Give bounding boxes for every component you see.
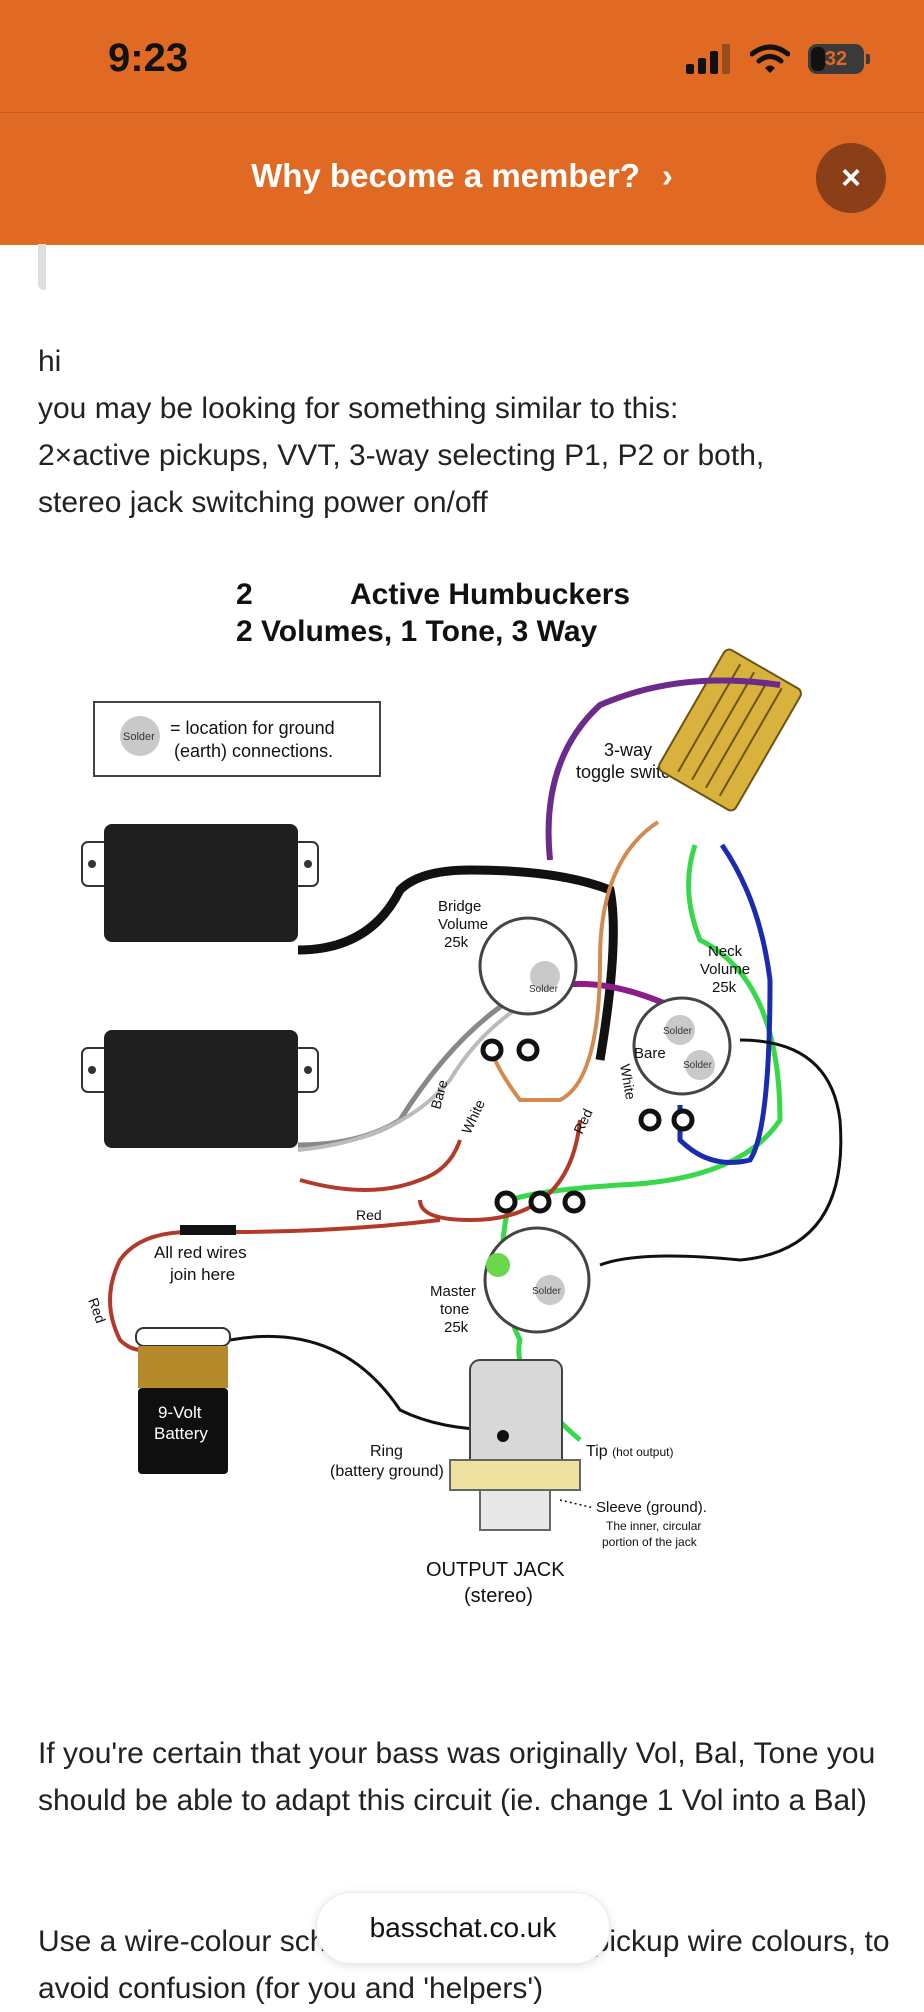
bare-label: Bare [427,1078,450,1111]
post-line-2: 2×active pickups, VVT, 3-way selecting P… [38,439,765,472]
tone-label-2: tone [440,1301,469,1318]
bridge-volume-label-2: Volume [438,916,488,933]
bare-label-neck: Bare [634,1045,666,1062]
diagram-title-line2: 2 Volumes, 1 Tone, 3 Way [236,615,598,648]
neck-solder-label-1: Solder [663,1026,693,1037]
diagram-title-line1: Active Humbuckers [350,578,630,611]
bridge-solder-label: Solder [529,984,559,995]
switch-label-1: 3-way [604,740,652,760]
status-time: 9:23 [108,36,189,80]
neck-volume-label-1: Neck [708,943,743,960]
battery-9v [135,1327,231,1474]
close-banner-button[interactable]: × [816,143,886,213]
site-domain-pill[interactable]: basschat.co.uk [316,1892,610,1964]
bridge-volume-label-1: Bridge [438,898,481,915]
white-label: White [458,1097,488,1136]
neck-volume-label-3: 25k [712,979,737,996]
member-banner: Why become a member? › × [0,112,924,245]
solder-legend-line1: = location for ground [170,718,335,738]
red-join-label-1: All red wires [154,1243,247,1262]
tone-label-3: 25k [444,1319,469,1336]
neck-pickup [81,1030,319,1148]
bridge-volume-pot [478,916,578,1062]
red-label-2: Red [356,1207,382,1223]
status-icons: 32 [686,44,870,74]
neck-solder-label-2: Solder [683,1060,713,1071]
battery-icon: 32 [808,44,870,74]
solder-legend-dot-label: Solder [123,731,155,743]
signal-icon [686,44,730,74]
jack-label-2: (stereo) [464,1585,533,1607]
red-join-block [180,1225,236,1235]
status-bar: 9:23 32 [0,0,924,112]
red-join-label-2: join here [169,1265,235,1284]
sleeve-label-3: portion of the jack [602,1535,698,1549]
red-label-1: Red [570,1106,595,1136]
jack-label-1: OUTPUT JACK [426,1559,565,1581]
post-paragraph-2: If you're certain that your bass was ori… [38,1737,876,1817]
post-greeting: hi [38,345,62,378]
chevron-right-icon: › [661,157,673,194]
post-intro: hi you may be looking for something simi… [38,338,898,526]
close-icon: × [841,159,861,197]
solder-legend-line2: (earth) connections. [174,741,333,761]
tone-label-1: Master [430,1283,476,1300]
tip-label: Tip (hot output) [586,1443,673,1460]
bridge-pickup [81,824,319,942]
master-tone-pot [483,1190,591,1334]
why-member-label: Why become a member? [251,157,640,194]
sleeve-label-2: The inner, circular [606,1519,701,1533]
toggle-switch [658,648,802,812]
post-line-1: you may be looking for something similar… [38,392,679,425]
white-label-2: White [617,1063,639,1101]
switch-label-2: toggle switch [576,762,680,782]
post-line-3: stereo jack switching power on/off [38,486,488,519]
diagram-title-num: 2 [236,578,253,611]
tip-label-text: Tip [586,1443,608,1460]
battery-label-2: Battery [154,1424,208,1443]
ring-label-1: Ring [370,1443,403,1460]
ring-label-2: (battery ground) [330,1463,444,1480]
sleeve-label-1: Sleeve (ground). [596,1499,707,1516]
tip-note: (hot output) [612,1445,673,1459]
wifi-icon [750,44,790,73]
tone-solder-label: Solder [532,1286,562,1297]
solder-legend-dot [120,716,160,756]
red-label-3: Red [85,1296,109,1326]
why-member-link[interactable]: Why become a member? › [0,157,924,195]
neck-volume-pot [632,996,732,1132]
wiring-diagram[interactable]: 2 Active Humbuckers 2 Volumes, 1 Tone, 3… [40,560,900,1660]
neck-volume-label-2: Volume [700,961,750,978]
output-jack [449,1359,581,1531]
bridge-volume-label-3: 25k [444,934,469,951]
battery-level: 32 [824,48,848,70]
quote-block-edge [38,244,46,290]
battery-label-1: 9-Volt [158,1403,202,1422]
